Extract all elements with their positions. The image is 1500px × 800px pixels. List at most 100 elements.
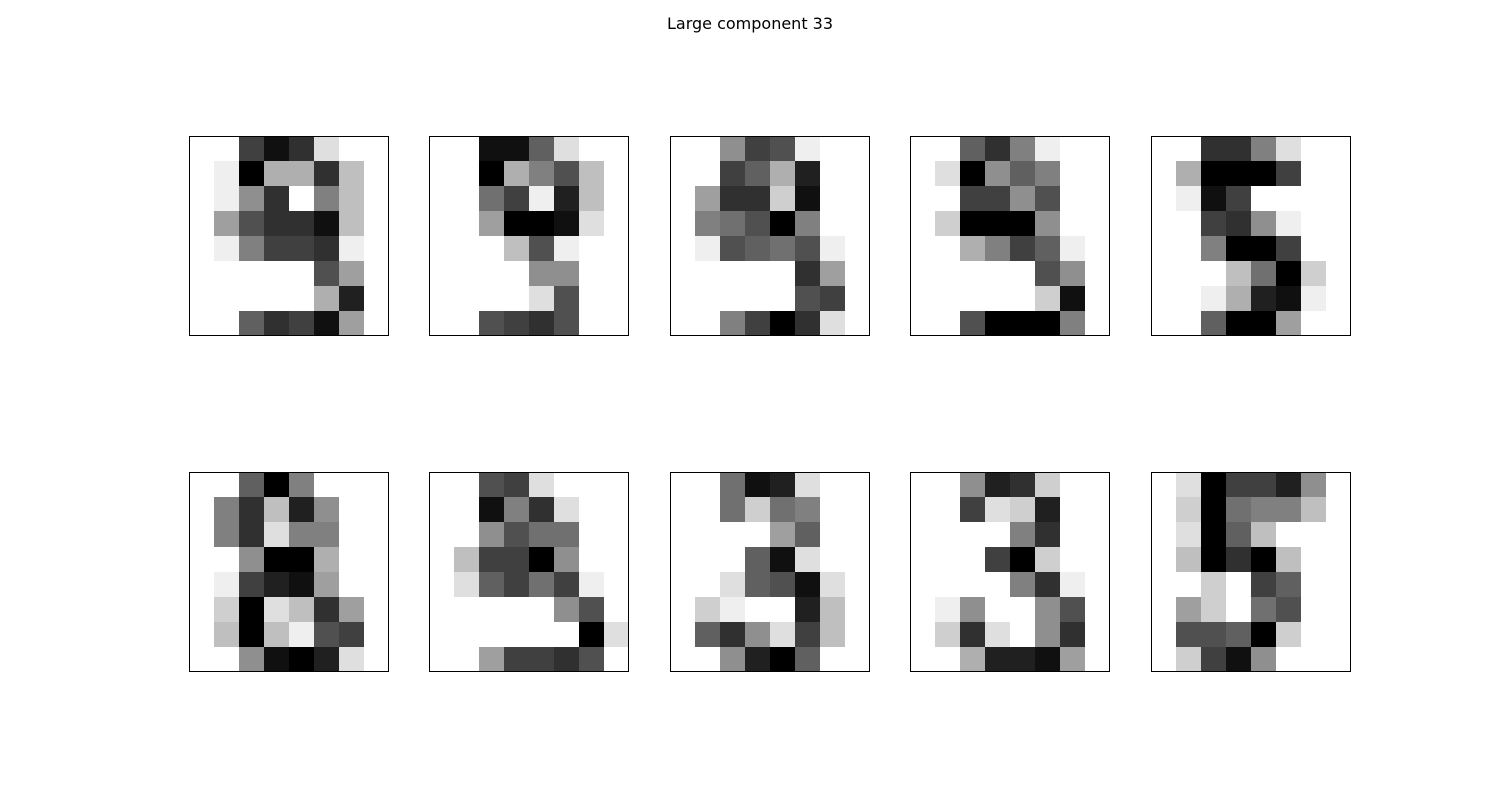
pixel-cell <box>985 472 1011 498</box>
pixel-cell <box>189 572 215 598</box>
pixel-cell <box>1251 286 1277 312</box>
pixel-cell <box>1301 572 1327 598</box>
pixel-cell <box>935 497 961 523</box>
pixel-cell <box>529 161 555 187</box>
pixel-cell <box>1251 261 1277 287</box>
pixel-cell <box>214 211 240 237</box>
pixel-cell <box>720 236 746 262</box>
pixel-cell <box>314 136 340 162</box>
pixel-cell <box>795 622 821 648</box>
pixel-cell <box>1035 597 1061 623</box>
pixel-cell <box>720 522 746 548</box>
pixel-cell <box>1326 186 1351 212</box>
pixel-cell <box>454 286 480 312</box>
pixel-cell <box>429 136 455 162</box>
pixel-cell <box>339 186 365 212</box>
pixel-cell <box>1151 236 1177 262</box>
pixel-cell <box>339 136 365 162</box>
pixel-cell <box>795 647 821 672</box>
pixel-cell <box>720 647 746 672</box>
pixel-cell <box>910 572 936 598</box>
pixel-cell <box>910 547 936 573</box>
pixel-cell <box>1085 161 1110 187</box>
pixel-cell <box>1276 311 1302 336</box>
pixel-cell <box>1176 572 1202 598</box>
pixel-cell <box>189 522 215 548</box>
pixel-cell <box>239 572 265 598</box>
pixel-cell <box>820 186 846 212</box>
pixel-cell <box>1176 647 1202 672</box>
pixel-cell <box>479 647 505 672</box>
pixel-cell <box>1226 497 1252 523</box>
pixel-cell <box>1276 597 1302 623</box>
pixel-cell <box>695 186 721 212</box>
pixel-cell <box>529 572 555 598</box>
pixel-cell <box>960 572 986 598</box>
pixel-cell <box>1010 572 1036 598</box>
pixel-cell <box>1060 286 1086 312</box>
pixel-cell <box>364 311 389 336</box>
pixel-cell <box>1276 236 1302 262</box>
pixel-cell <box>1301 236 1327 262</box>
pixel-cell <box>504 547 530 573</box>
pixel-cell <box>1251 572 1277 598</box>
pixel-cell <box>364 497 389 523</box>
pixel-cell <box>429 622 455 648</box>
pixel-cell <box>214 186 240 212</box>
pixel-cell <box>720 547 746 573</box>
pixel-cell <box>604 186 629 212</box>
pixel-cell <box>604 161 629 187</box>
pixel-cell <box>364 286 389 312</box>
panel-frame <box>429 136 629 336</box>
pixel-cell <box>1010 286 1036 312</box>
pixel-cell <box>239 161 265 187</box>
pixel-cell <box>1035 497 1061 523</box>
pixel-cell <box>604 622 629 648</box>
pixel-cell <box>364 136 389 162</box>
pixel-cell <box>1151 547 1177 573</box>
pixel-cell <box>1010 622 1036 648</box>
pixel-cell <box>189 497 215 523</box>
pixel-cell <box>364 211 389 237</box>
pixel-cell <box>314 261 340 287</box>
pixel-cell <box>1035 472 1061 498</box>
pixel-cell <box>1251 522 1277 548</box>
pixel-cell <box>910 161 936 187</box>
pixel-cell <box>985 136 1011 162</box>
pixel-cell <box>429 647 455 672</box>
pixel-cell <box>820 311 846 336</box>
pixel-cell <box>695 572 721 598</box>
pixel-cell <box>1085 622 1110 648</box>
pixel-cell <box>1251 597 1277 623</box>
pixel-cell <box>214 472 240 498</box>
pixel-cell <box>314 497 340 523</box>
pixel-cell <box>1035 647 1061 672</box>
pixel-cell <box>910 311 936 336</box>
pixel-cell <box>1035 136 1061 162</box>
pixel-cell <box>604 286 629 312</box>
pixel-cell <box>529 522 555 548</box>
pixel-cell <box>314 547 340 573</box>
pixel-cell <box>770 472 796 498</box>
pixel-cell <box>504 236 530 262</box>
pixel-cell <box>214 547 240 573</box>
pixel-cell <box>454 186 480 212</box>
digit-image-4 <box>910 136 1110 336</box>
pixel-cell <box>529 286 555 312</box>
digit-panel-2 <box>429 136 629 336</box>
pixel-cell <box>239 497 265 523</box>
pixel-cell <box>429 522 455 548</box>
pixel-cell <box>604 597 629 623</box>
pixel-cell <box>1151 311 1177 336</box>
pixel-cell <box>214 286 240 312</box>
pixel-cell <box>579 597 605 623</box>
pixel-cell <box>670 161 696 187</box>
pixel-cell <box>364 547 389 573</box>
pixel-cell <box>1151 572 1177 598</box>
pixel-cell <box>1326 547 1351 573</box>
pixel-cell <box>1301 286 1327 312</box>
pixel-cell <box>314 572 340 598</box>
pixel-cell <box>670 136 696 162</box>
pixel-cell <box>695 236 721 262</box>
pixel-cell <box>820 261 846 287</box>
